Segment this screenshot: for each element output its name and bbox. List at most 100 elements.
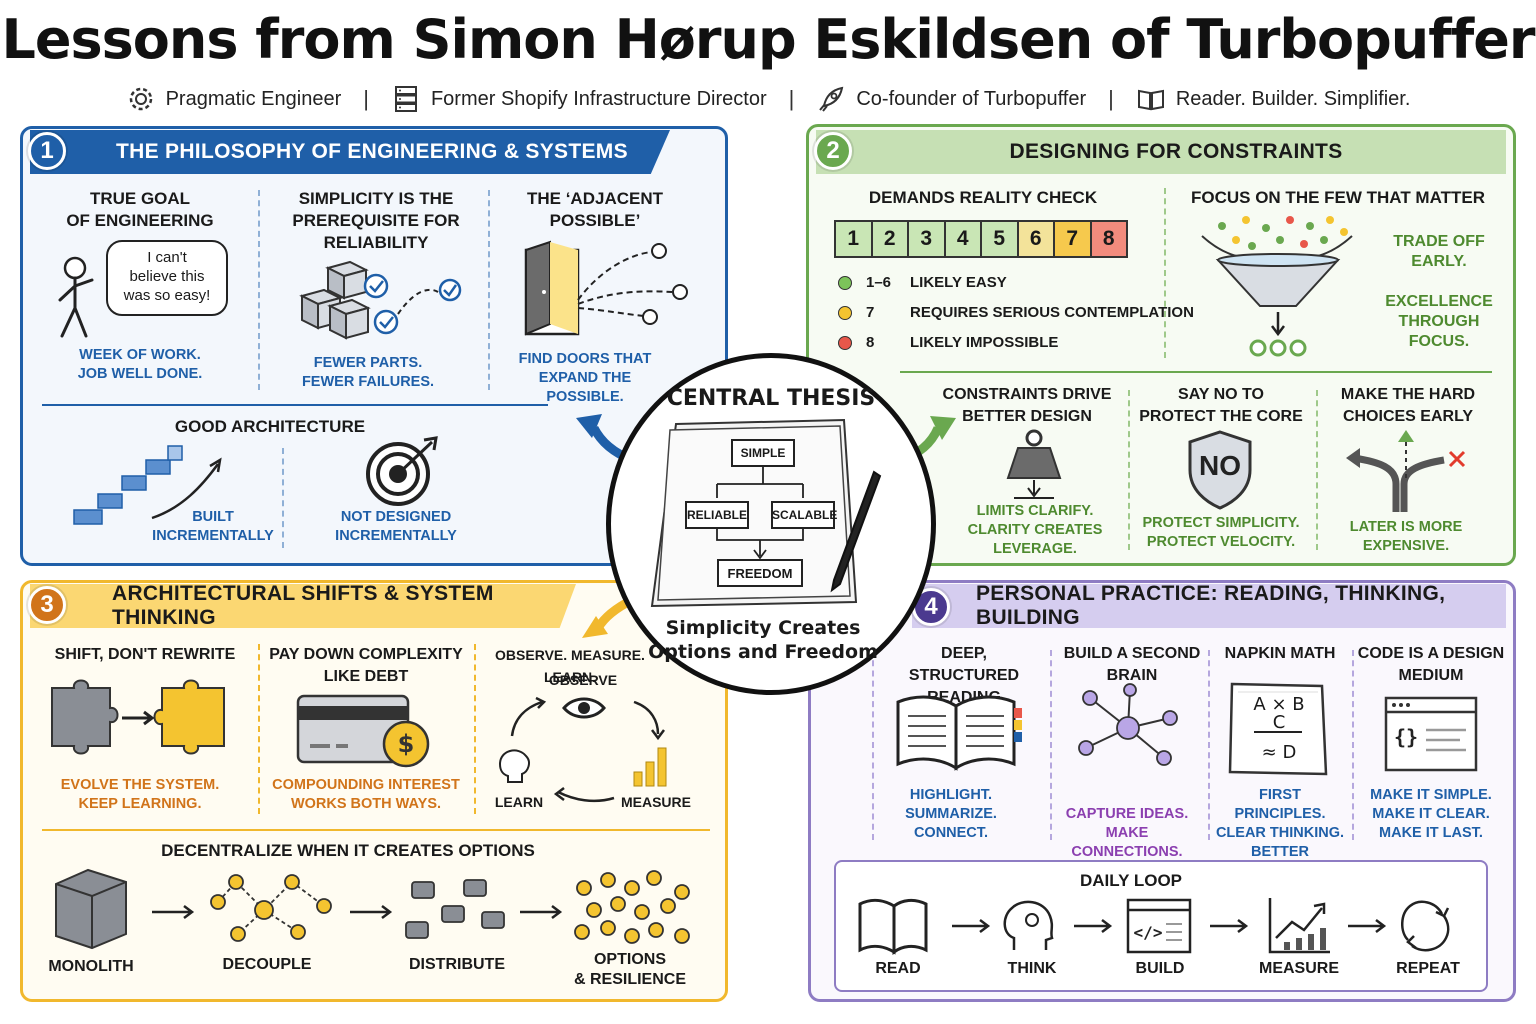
scale-cell: 4 bbox=[943, 220, 982, 258]
subtitle-text: Co-founder of Turbopuffer bbox=[856, 87, 1087, 110]
section-4-title: PERSONAL PRACTICE: READING, THINKING, BU… bbox=[976, 582, 1446, 629]
target-icon bbox=[366, 436, 438, 506]
server-icon bbox=[394, 86, 417, 112]
divider bbox=[258, 644, 260, 814]
section-3-badge: 3 bbox=[28, 586, 66, 624]
divider bbox=[258, 190, 260, 390]
person-icon bbox=[58, 256, 94, 338]
col-heading: THE ‘ADJACENT POSSIBLE’ bbox=[526, 189, 663, 230]
col-heading: SIMPLICITY IS THE PREREQUISITE FOR RELIA… bbox=[292, 189, 460, 252]
divider bbox=[1208, 650, 1210, 840]
formula-top: A × B bbox=[1253, 694, 1305, 715]
col-heading: TRUE GOAL OF ENGINEERING bbox=[66, 189, 214, 230]
divider bbox=[872, 650, 874, 840]
distribute-icon bbox=[405, 879, 505, 939]
section-1-badge: 1 bbox=[28, 132, 66, 170]
speech-bubble bbox=[106, 240, 228, 316]
daily-loop-heading: DAILY LOOP bbox=[1079, 871, 1183, 890]
section-2-title: DESIGNING FOR CONSTRAINTS bbox=[1009, 140, 1343, 163]
legend-text: REQUIRES SERIOUS CONTEMPLATION bbox=[910, 304, 1194, 321]
section-3-title: ARCHITECTURAL SHIFTS & SYSTEM THINKING bbox=[112, 582, 494, 629]
puzzle-icon bbox=[51, 679, 225, 755]
subtitle-text: Pragmatic Engineer bbox=[165, 87, 342, 110]
caption: FIND DOORS THAT EXPAND THE POSSIBLE. bbox=[518, 351, 652, 405]
divider bbox=[42, 404, 548, 406]
scale-cell: 1 bbox=[834, 220, 873, 258]
chart-icon bbox=[1268, 898, 1330, 954]
caption: NOT DESIGNED INCREMENTALLY bbox=[335, 509, 457, 544]
speech-bubble-text: I can't believe this was so easy! bbox=[123, 249, 211, 304]
cycle-diagram bbox=[498, 696, 667, 803]
section-2-header: DESIGNING FOR CONSTRAINTS bbox=[816, 130, 1506, 174]
loop-step: REPEAT bbox=[1396, 960, 1460, 977]
col-heading: NAPKIN MATH bbox=[1224, 645, 1336, 662]
node-scalable: SCALABLE bbox=[772, 508, 838, 522]
napkin-icon bbox=[1228, 682, 1328, 776]
center-caption: Simplicity Creates Options and Freedom bbox=[648, 617, 878, 663]
arch-heading: GOOD ARCHITECTURE bbox=[174, 417, 366, 436]
divider bbox=[474, 644, 476, 814]
stairs-icon bbox=[73, 445, 222, 525]
divider bbox=[42, 829, 710, 831]
col-heading: OBSERVE. MEASURE. LEARN. bbox=[495, 647, 645, 685]
col-heading: SHIFT, DON'T REWRITE bbox=[54, 646, 236, 663]
node-simple: SIMPLE bbox=[740, 446, 786, 460]
subtitle-text: Reader. Builder. Simplifier. bbox=[1175, 87, 1411, 110]
weight-icon bbox=[1006, 429, 1062, 499]
step-label: DISTRIBUTE bbox=[409, 956, 505, 973]
subtitle-separator: | bbox=[788, 86, 795, 111]
shield-text: NO bbox=[1199, 450, 1241, 481]
node-freedom: FREEDOM bbox=[727, 566, 793, 581]
section-4-header: PERSONAL PRACTICE: READING, THINKING, BU… bbox=[912, 582, 1506, 629]
decentral-flow bbox=[55, 868, 690, 950]
divider bbox=[900, 371, 1492, 373]
constraint-heading: MAKE THE HARD CHOICES EARLY bbox=[1340, 386, 1476, 425]
reality-heading: DEMANDS REALITY CHECK bbox=[868, 188, 1098, 207]
funnel-icon bbox=[1201, 216, 1353, 357]
center-heading: CENTRAL THESIS bbox=[666, 386, 876, 411]
cubes-icon bbox=[299, 260, 462, 340]
legend-text: LIKELY IMPOSSIBLE bbox=[910, 334, 1059, 351]
caption: EVOLVE THE SYSTEM. KEEP LEARNING. bbox=[60, 777, 220, 812]
legend-dot bbox=[838, 305, 852, 320]
subtitle-item: Pragmatic Engineer bbox=[126, 84, 342, 114]
subtitle-item: Former Shopify Infrastructure Director bbox=[391, 84, 767, 114]
divider bbox=[1352, 650, 1354, 840]
formula-bottom: ≈ D bbox=[1261, 742, 1297, 763]
loop-step: BUILD bbox=[1135, 960, 1185, 977]
rocket-icon bbox=[819, 86, 844, 112]
legend-row: 8 LIKELY IMPOSSIBLE bbox=[838, 334, 1058, 351]
caption: FEWER PARTS. FEWER FAILURES. bbox=[301, 355, 435, 390]
divider bbox=[1128, 390, 1130, 550]
divider bbox=[1050, 650, 1052, 840]
legend-row: 1–6 LIKELY EASY bbox=[838, 274, 1007, 291]
col-heading: BUILD A SECOND BRAIN bbox=[1063, 645, 1201, 684]
brain-icon bbox=[498, 749, 530, 783]
subtitle-separator: | bbox=[1108, 86, 1114, 111]
divider bbox=[488, 190, 490, 390]
constraint-heading: SAY NO TO PROTECT THE CORE bbox=[1139, 386, 1303, 425]
scale-cell: 8 bbox=[1089, 220, 1128, 258]
svg-text:</>: </> bbox=[1134, 923, 1163, 942]
legend-dot bbox=[838, 275, 852, 290]
constraint-heading: CONSTRAINTS DRIVE BETTER DESIGN bbox=[942, 386, 1112, 425]
open-book-icon bbox=[896, 695, 1022, 771]
options-icon bbox=[574, 870, 690, 944]
subtitle-item: Reader. Builder. Simplifier. bbox=[1136, 84, 1411, 114]
decouple-icon bbox=[210, 874, 332, 942]
formula-mid: C bbox=[1272, 712, 1286, 733]
daily-loop-icons: </> bbox=[858, 898, 1450, 955]
scale-cell: 6 bbox=[1016, 220, 1055, 258]
book-icon bbox=[858, 898, 928, 955]
col-heading: PAY DOWN COMPLEXITY LIKE DEBT bbox=[269, 646, 463, 685]
step-label: OPTIONS & RESILIENCE bbox=[573, 951, 686, 988]
page-title: Lessons from Simon Hørup Eskildsen of Tu… bbox=[1, 8, 1535, 71]
code-window-icon: {} bbox=[1384, 696, 1478, 772]
network-icon bbox=[1078, 683, 1178, 766]
divider bbox=[282, 448, 284, 548]
loop-step: READ bbox=[875, 960, 921, 977]
caption: BUILT INCREMENTALLY bbox=[152, 509, 274, 544]
shield-icon bbox=[1188, 430, 1252, 510]
subtitle-text: Former Shopify Infrastructure Director bbox=[430, 87, 767, 110]
col-heading: CODE IS A DESIGN MEDIUM bbox=[1357, 645, 1505, 684]
